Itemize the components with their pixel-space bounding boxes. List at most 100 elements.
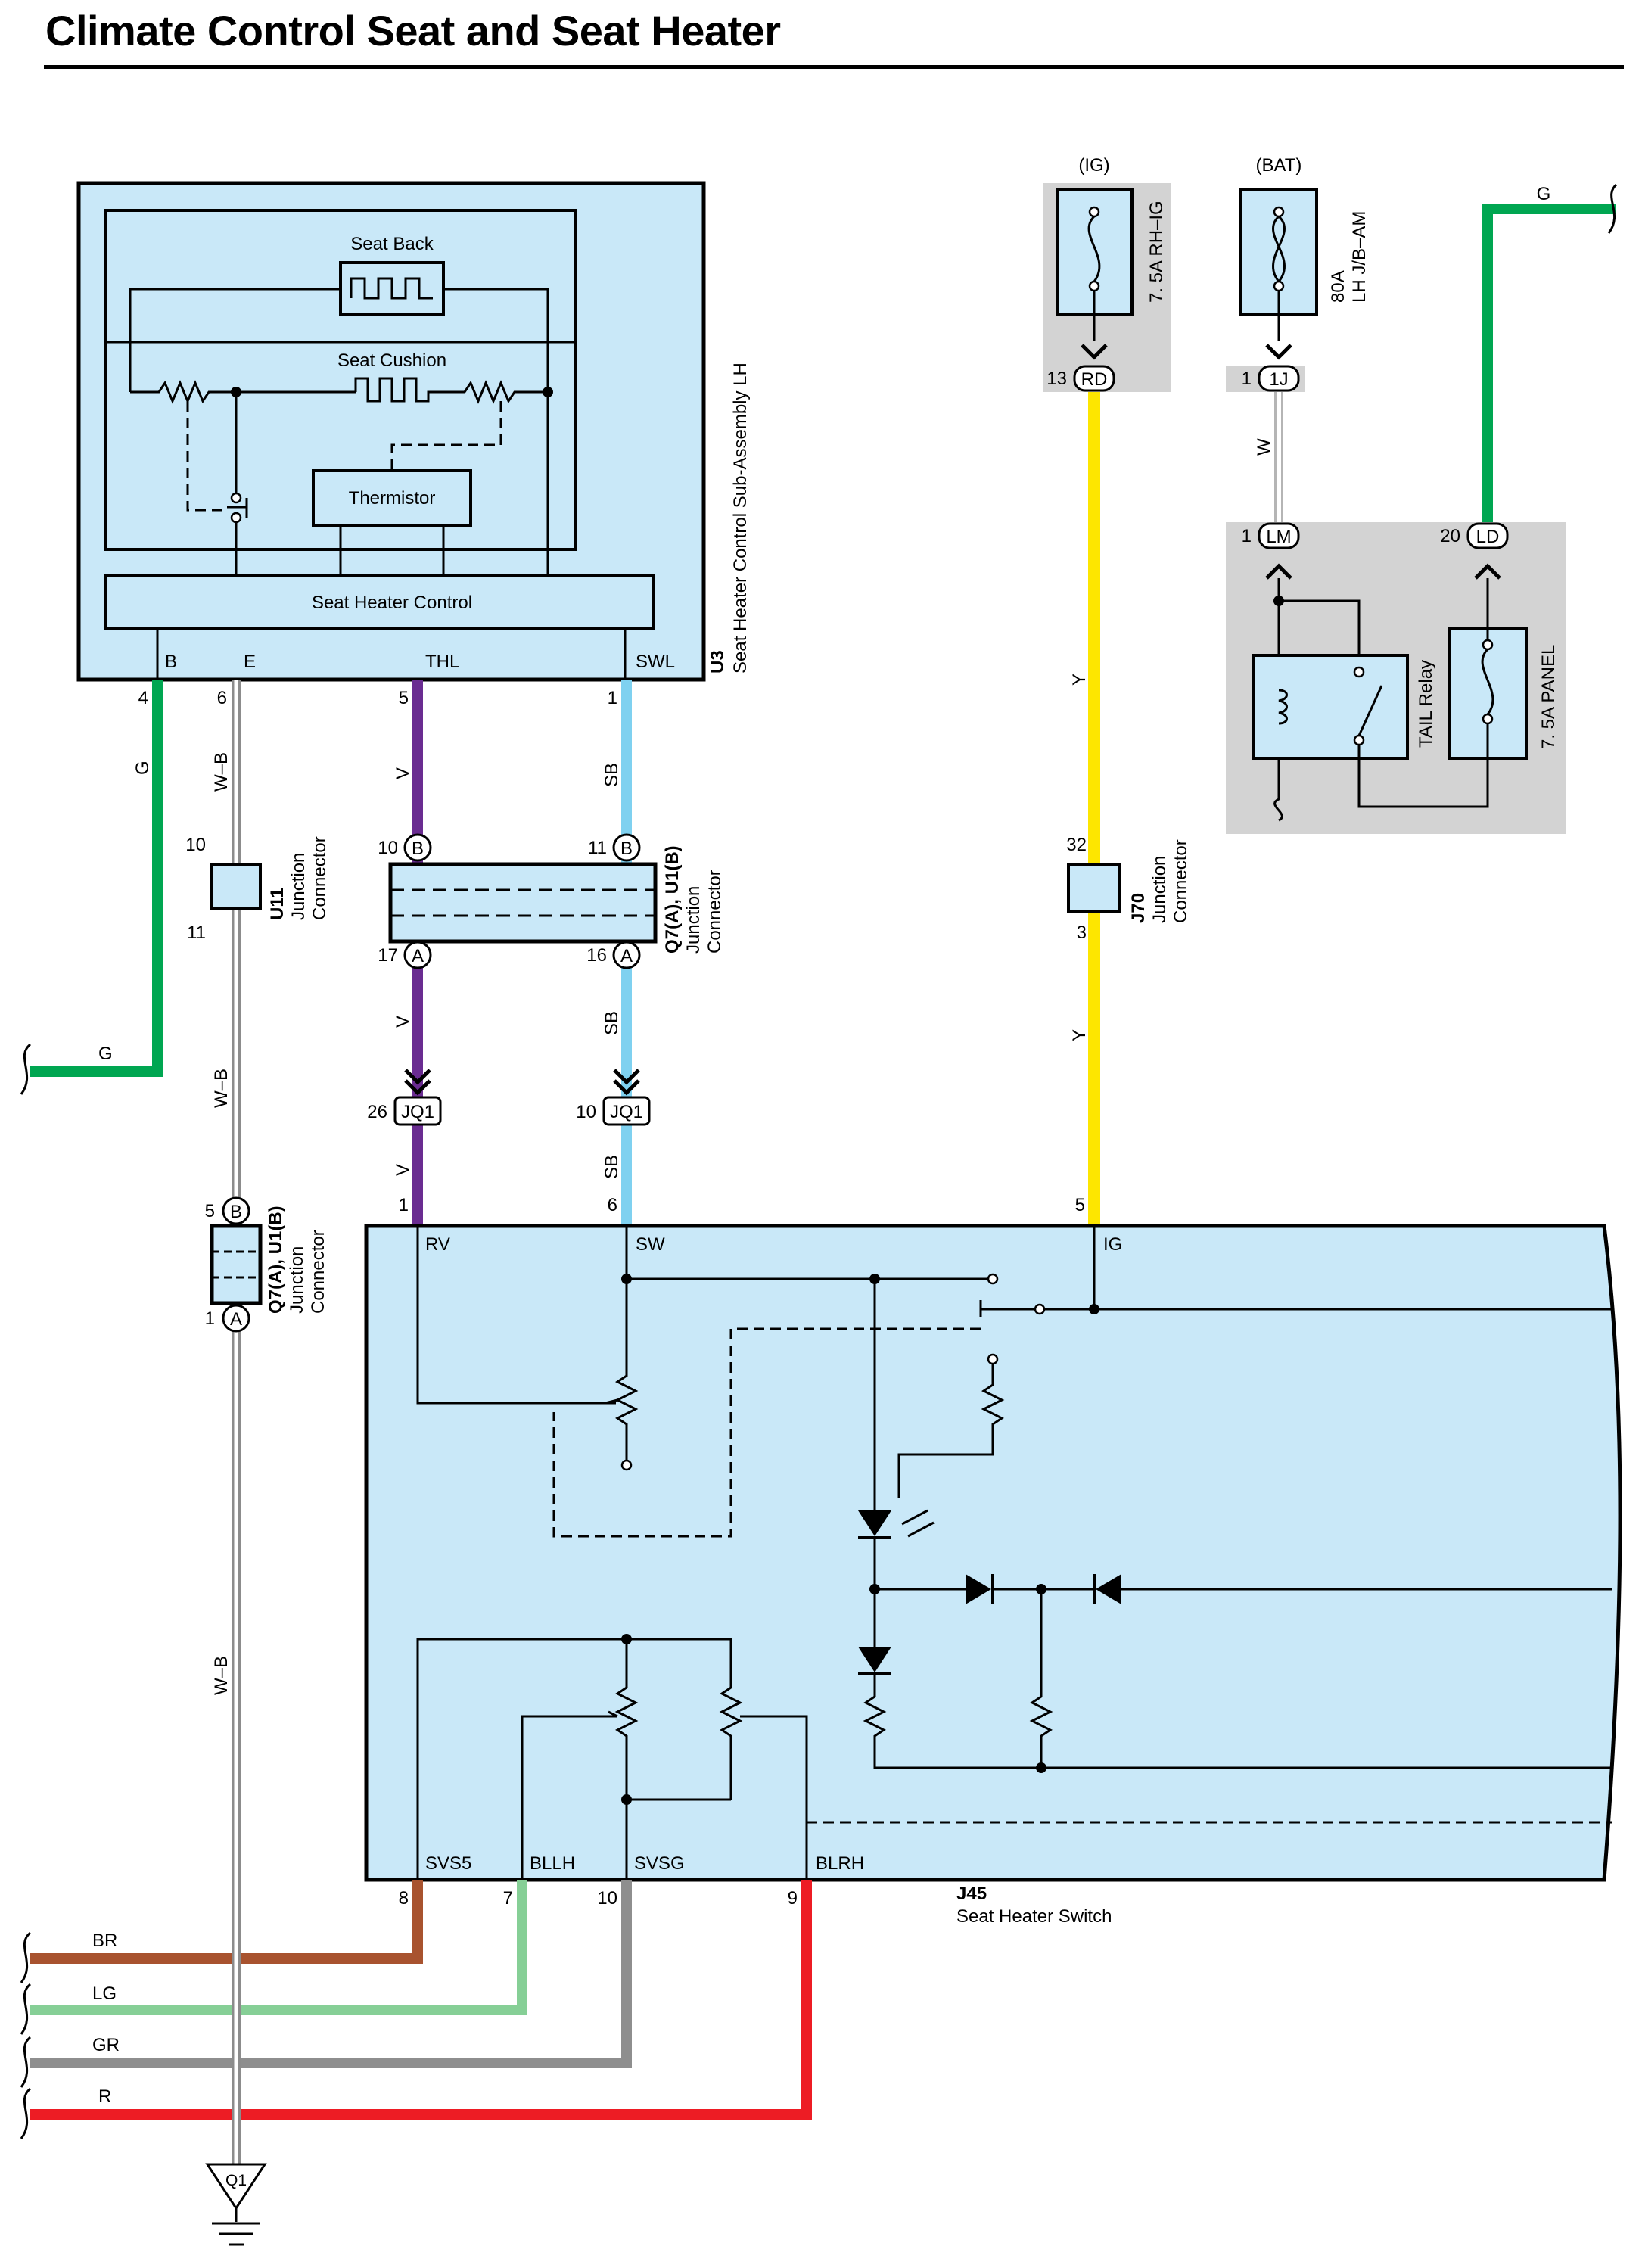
q7u-type-1: Junction xyxy=(683,886,704,954)
q7u-tl-b: B xyxy=(412,838,424,859)
wb-ground-wire: W–B W–B W–B xyxy=(211,680,241,2172)
q7u-code: Q7(A), U1(B) xyxy=(662,845,683,954)
ig-pin: 13 xyxy=(1046,369,1067,389)
resistor-bottom-right-icon xyxy=(1029,1589,1053,1768)
q7l-type-1: Junction xyxy=(287,1246,307,1314)
j45-pin-bllh: 7 xyxy=(503,1888,513,1909)
y-wire: Y Y xyxy=(1069,392,1100,1226)
q7u-pin-left-bottom: 17 xyxy=(378,945,398,966)
u11-type-1: Junction xyxy=(288,853,309,920)
q7u-tr-b: B xyxy=(620,838,633,859)
j45-code: J45 xyxy=(956,1884,987,1904)
q7u-type-2: Connector xyxy=(704,870,725,954)
r-label: R xyxy=(98,2086,111,2107)
j45-switch-module: 1 6 5 RV SW IG xyxy=(364,1195,1622,1927)
seat-heater-control-label: Seat Heater Control xyxy=(312,593,472,613)
ground-label: Q1 xyxy=(225,2172,247,2189)
resistor-led-icon xyxy=(897,1364,1005,1498)
switch-contact-icon xyxy=(979,1300,1037,1317)
q7u-pin-left-top: 10 xyxy=(378,838,398,858)
u11-type-2: Connector xyxy=(309,836,330,920)
q7u-pin-right-bottom: 16 xyxy=(586,945,607,966)
q7l-pin-top: 5 xyxy=(205,1201,215,1221)
jq1-left-name: JQ1 xyxy=(401,1102,434,1122)
bat-fuse-amp: 80A xyxy=(1328,270,1348,303)
j45-pin-ig: 5 xyxy=(1075,1195,1085,1215)
relay-in-pin: 1 xyxy=(1242,526,1252,546)
resistor-left-icon xyxy=(130,380,356,404)
v-label-1: V xyxy=(393,767,413,779)
j45-terminal-blrh: BLRH xyxy=(816,1853,864,1874)
j70-type-1: Junction xyxy=(1149,856,1170,923)
j45-terminal-sw: SW xyxy=(636,1234,665,1255)
relay-out-pin: 20 xyxy=(1440,526,1460,546)
u3-terminal-b: B xyxy=(165,652,177,672)
jq1-pin-right: 10 xyxy=(576,1102,596,1122)
sb-label-3: SB xyxy=(602,1155,622,1179)
u3-pin-b: 4 xyxy=(138,688,148,708)
bat-source-label: (BAT) xyxy=(1256,155,1302,176)
page-title: Climate Control Seat and Seat Heater xyxy=(45,7,781,54)
bat-pin: 1 xyxy=(1242,369,1252,389)
bottom-wires: BR LG GR R xyxy=(20,1880,812,2142)
jq1-pin-left: 26 xyxy=(367,1102,387,1122)
title-rule xyxy=(44,65,1624,69)
led-icon xyxy=(858,1510,891,1536)
q7-upper-junction-connector: B B A A 10 11 17 16 Q7(A), U1(B) Junctio… xyxy=(378,833,725,969)
j45-pin-blrh: 9 xyxy=(788,1888,798,1909)
bat-fuse-name: LH J/B–AM xyxy=(1349,211,1370,303)
panel-fuse-label: 7. 5A PANEL xyxy=(1538,645,1559,749)
q7u-pin-right-top: 11 xyxy=(588,838,607,858)
j45-pin-svsg: 10 xyxy=(597,1888,617,1909)
g-wire-label-right: G xyxy=(1537,184,1551,204)
q7l-type-2: Connector xyxy=(308,1230,328,1314)
q7l-code: Q7(A), U1(B) xyxy=(266,1206,286,1314)
j45-terminal-bllh: BLLH xyxy=(530,1853,575,1874)
g-wire-right: G xyxy=(1482,183,1618,522)
led-indicator-icon xyxy=(858,1647,891,1672)
fuse-panel-icon xyxy=(1481,648,1494,715)
j45-pin-rv: 1 xyxy=(399,1195,409,1215)
j45-terminal-svsg: SVSG xyxy=(634,1853,685,1874)
gr-label: GR xyxy=(92,2035,120,2055)
w-label: W xyxy=(1254,438,1274,456)
g-wire-left: G G xyxy=(20,680,163,1095)
relay-switch-icon xyxy=(1357,685,1383,736)
j70-pin-bottom: 3 xyxy=(1077,922,1087,943)
y-label-2: Y xyxy=(1069,1029,1090,1041)
j70-code: J70 xyxy=(1128,893,1149,923)
j45-terminal-rv: RV xyxy=(425,1234,450,1255)
sb-label-1: SB xyxy=(602,763,622,787)
wb-label-1: W–B xyxy=(211,752,232,792)
u11-pin-top: 10 xyxy=(185,835,206,855)
u3-terminal-thl: THL xyxy=(425,652,459,672)
resistor-right-icon xyxy=(463,380,548,404)
br-label: BR xyxy=(92,1930,117,1951)
u11-pin-bottom: 11 xyxy=(187,922,206,943)
relay-out-conn: LD xyxy=(1476,527,1500,547)
u3-module: Seat Back Seat Cushion Thermistor Seat H… xyxy=(76,181,751,708)
jq1-connectors: JQ1 26 JQ1 10 xyxy=(367,1069,651,1126)
u3-pin-thl: 5 xyxy=(399,688,409,708)
q7l-a: A xyxy=(230,1309,242,1330)
q7l-b: B xyxy=(230,1202,242,1222)
u3-name: Seat Heater Control Sub-Assembly LH xyxy=(730,362,751,674)
fuse-ig-icon xyxy=(1087,215,1101,282)
wb-label-2: W–B xyxy=(211,1069,232,1108)
u11-junction-connector: 10 11 U11 Junction Connector xyxy=(185,835,330,943)
bat-fuse-box: (BAT) 80A LH J/B–AM 1J 1 xyxy=(1226,155,1370,392)
seat-cushion-heater-icon xyxy=(354,377,465,403)
v-label-3: V xyxy=(393,1164,413,1176)
ig-fuse-label: 7. 5A RH–IG xyxy=(1146,201,1167,303)
w-wire: W xyxy=(1254,392,1283,522)
q7-lower-junction-connector: B A 5 1 Q7(A), U1(B) Junction Connector xyxy=(205,1196,328,1333)
u3-code: U3 xyxy=(707,650,728,674)
q7l-pin-bottom: 1 xyxy=(205,1308,215,1329)
seat-back-label: Seat Back xyxy=(350,234,434,254)
q7u-br-a: A xyxy=(620,946,633,966)
j45-terminal-ig: IG xyxy=(1103,1234,1122,1255)
ground-icon xyxy=(205,2163,267,2210)
wb-label-3: W–B xyxy=(211,1656,232,1695)
jq1-right-name: JQ1 xyxy=(610,1102,643,1122)
j70-type-2: Connector xyxy=(1171,839,1191,923)
